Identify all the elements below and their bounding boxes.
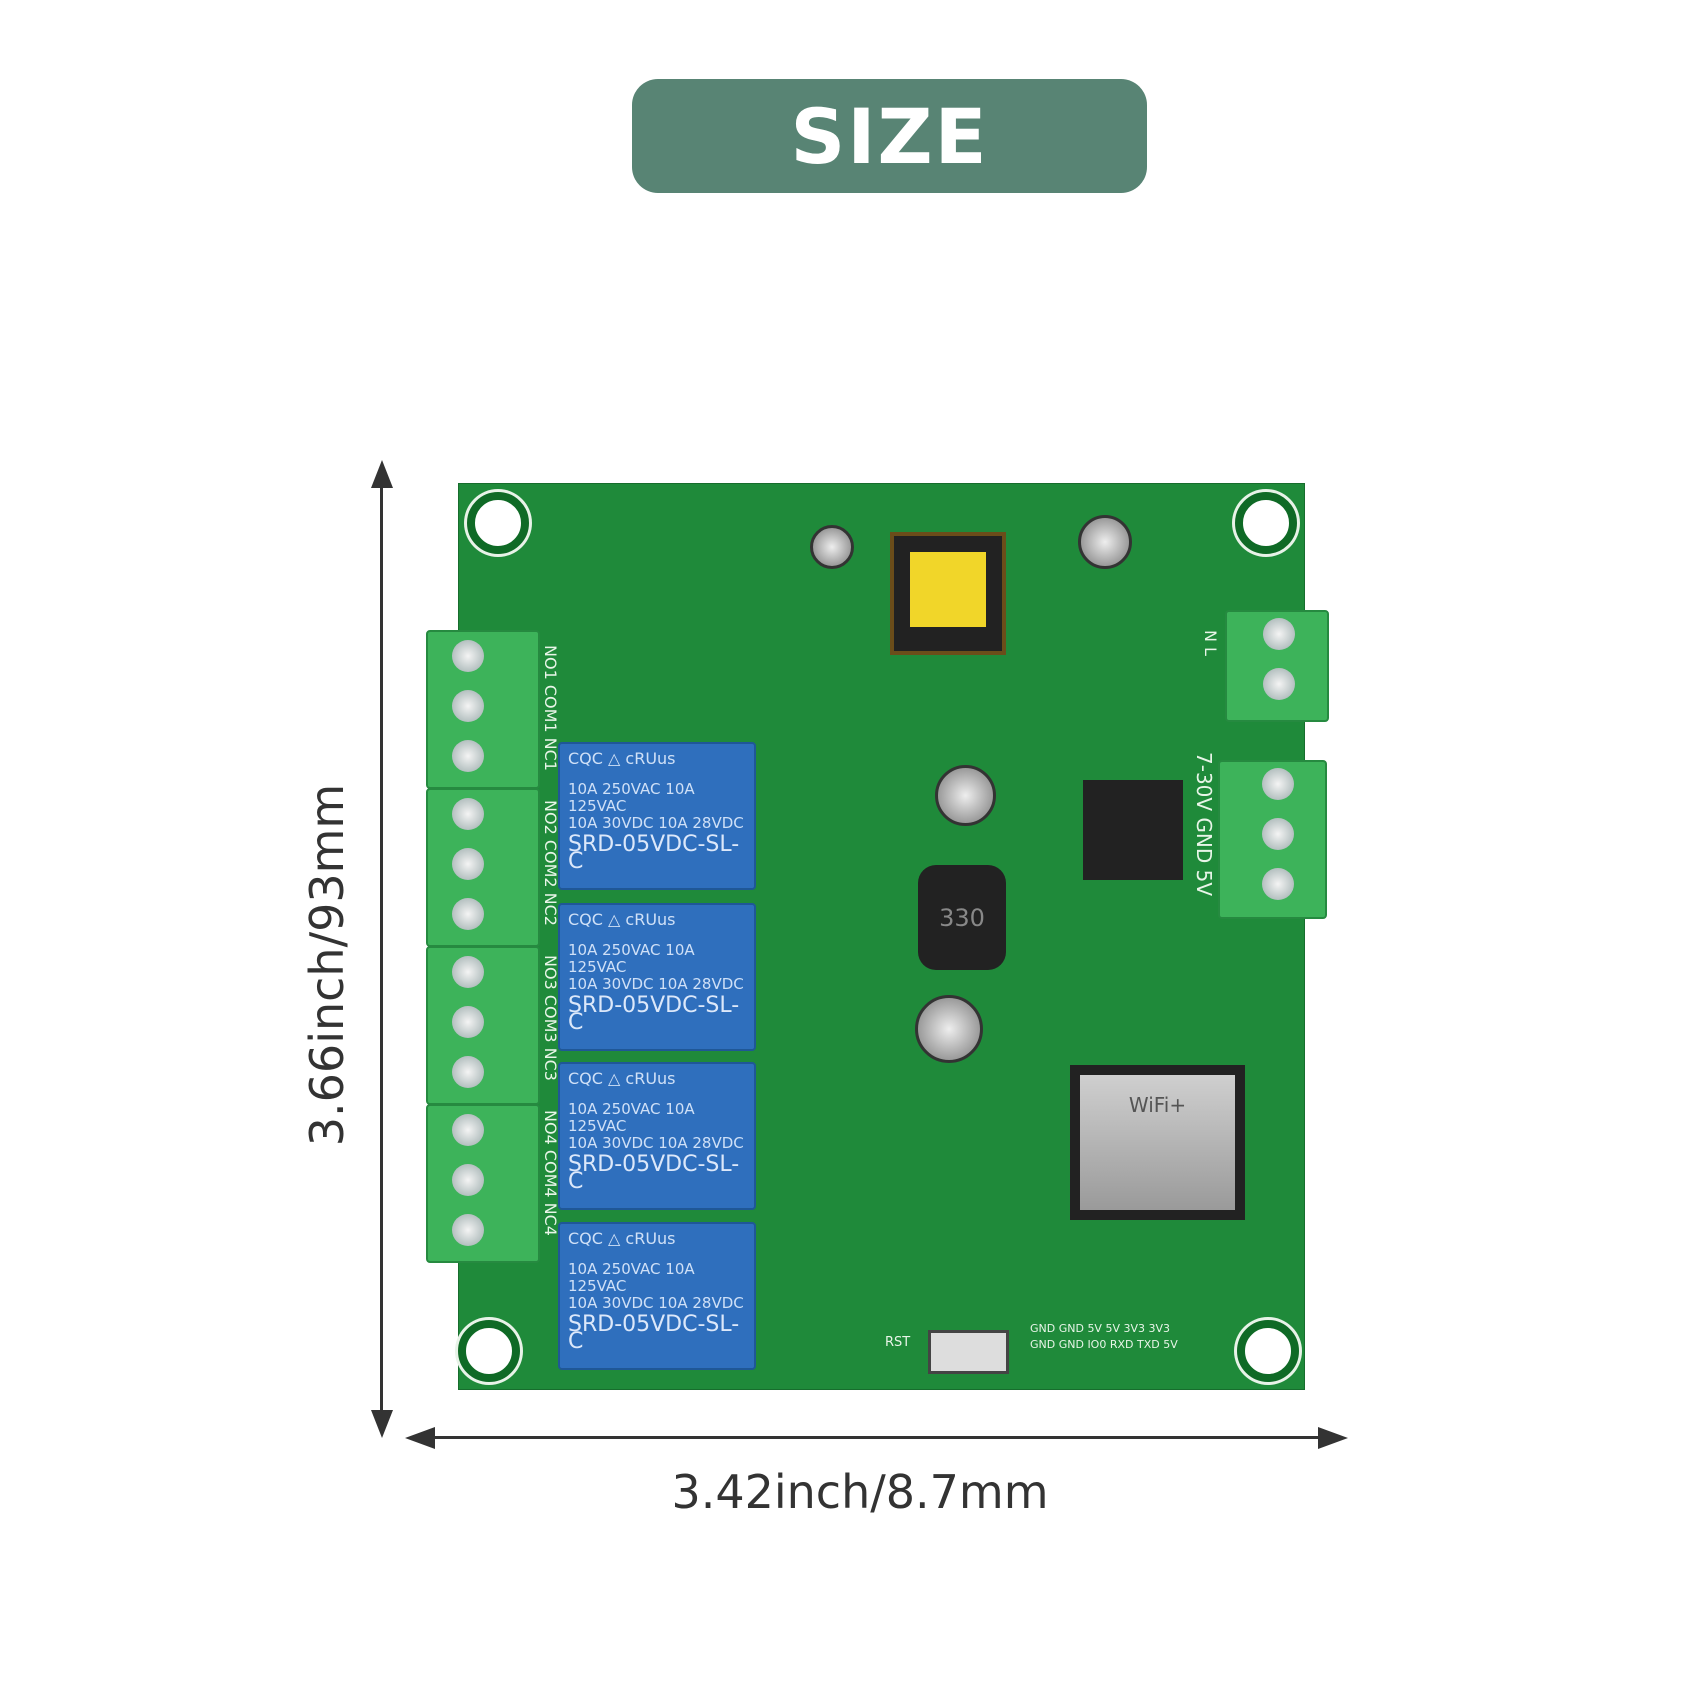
screw: [452, 956, 484, 988]
relay-rating: 10A 30VDC 10A 28VDC: [568, 1294, 744, 1312]
mount-hole: [467, 492, 529, 554]
relay-rating: 10A 250VAC 10A 125VAC: [568, 780, 695, 815]
screw: [452, 1006, 484, 1038]
transformer: [890, 532, 1006, 655]
relay-4: CQC △ cRUus 10A 250VAC 10A 125VAC 10A 30…: [558, 1222, 756, 1370]
screw: [452, 1114, 484, 1146]
screw: [1262, 868, 1294, 900]
screw: [1263, 618, 1295, 650]
relay-model: SRD-05VDC-SL-C: [568, 993, 740, 1035]
screw: [452, 898, 484, 930]
arrow-down-icon: [371, 1410, 393, 1438]
screw: [452, 848, 484, 880]
screw: [452, 1214, 484, 1246]
relay-1: CQC △ cRUus 10A 250VAC 10A 125VAC 10A 30…: [558, 742, 756, 890]
arrow-right-icon: [1318, 1427, 1348, 1449]
screw: [1262, 768, 1294, 800]
relay-logo: CQC △ cRUus: [568, 749, 676, 768]
relay-logo: CQC △ cRUus: [568, 1229, 676, 1248]
relay-rating: 10A 30VDC 10A 28VDC: [568, 975, 744, 993]
relay-rating: 10A 250VAC 10A 125VAC: [568, 1260, 695, 1295]
wifi-module: WiFi+: [1070, 1065, 1245, 1220]
relay-rating: 10A 250VAC 10A 125VAC: [568, 1100, 695, 1135]
relay-model: SRD-05VDC-SL-C: [568, 832, 740, 874]
size-badge: SIZE: [632, 79, 1147, 193]
width-label: 3.42inch/8.7mm: [671, 1465, 1049, 1519]
mount-hole: [458, 1320, 520, 1382]
wifi-label: WiFi+: [1128, 1093, 1187, 1117]
relay-rating: 10A 250VAC 10A 125VAC: [568, 941, 695, 976]
mount-hole: [1235, 492, 1297, 554]
relay-3: CQC △ cRUus 10A 250VAC 10A 125VAC 10A 30…: [558, 1062, 756, 1210]
capacitor: [915, 995, 983, 1063]
screw: [452, 740, 484, 772]
relay-model: SRD-05VDC-SL-C: [568, 1152, 740, 1194]
screw: [452, 640, 484, 672]
relay-logo: CQC △ cRUus: [568, 910, 676, 929]
capacitor: [1078, 515, 1132, 569]
capacitor: [935, 765, 996, 826]
screw: [1263, 668, 1295, 700]
relay-rating: 10A 30VDC 10A 28VDC: [568, 814, 744, 832]
inductor: 330: [918, 865, 1006, 970]
arrow-up-icon: [371, 460, 393, 488]
header-label-2: GND GND IO0 RXD TXD 5V: [1030, 1338, 1178, 1351]
relay-model: SRD-05VDC-SL-C: [568, 1312, 740, 1354]
screw: [1262, 818, 1294, 850]
height-label: 3.66inch/93mm: [300, 783, 354, 1147]
reset-button: [928, 1330, 1009, 1374]
capacitor: [810, 525, 854, 569]
screw: [452, 690, 484, 722]
relay-logo: CQC △ cRUus: [568, 1069, 676, 1088]
screw: [452, 1056, 484, 1088]
regulator-chip: [1083, 780, 1183, 880]
screw: [452, 1164, 484, 1196]
header-label-1: GND GND 5V 5V 3V3 3V3: [1030, 1322, 1171, 1335]
screw: [452, 798, 484, 830]
mount-hole: [1237, 1320, 1299, 1382]
power-label: 7-30V GND 5V: [1192, 752, 1216, 897]
relay-2: CQC △ cRUus 10A 250VAC 10A 125VAC 10A 30…: [558, 903, 756, 1051]
width-dimension-line: [415, 1436, 1340, 1439]
rst-label: RST: [885, 1335, 911, 1350]
arrow-left-icon: [405, 1427, 435, 1449]
height-dimension-line: [380, 470, 383, 1425]
relay-rating: 10A 30VDC 10A 28VDC: [568, 1134, 744, 1152]
ac-label: N L: [1201, 630, 1220, 656]
